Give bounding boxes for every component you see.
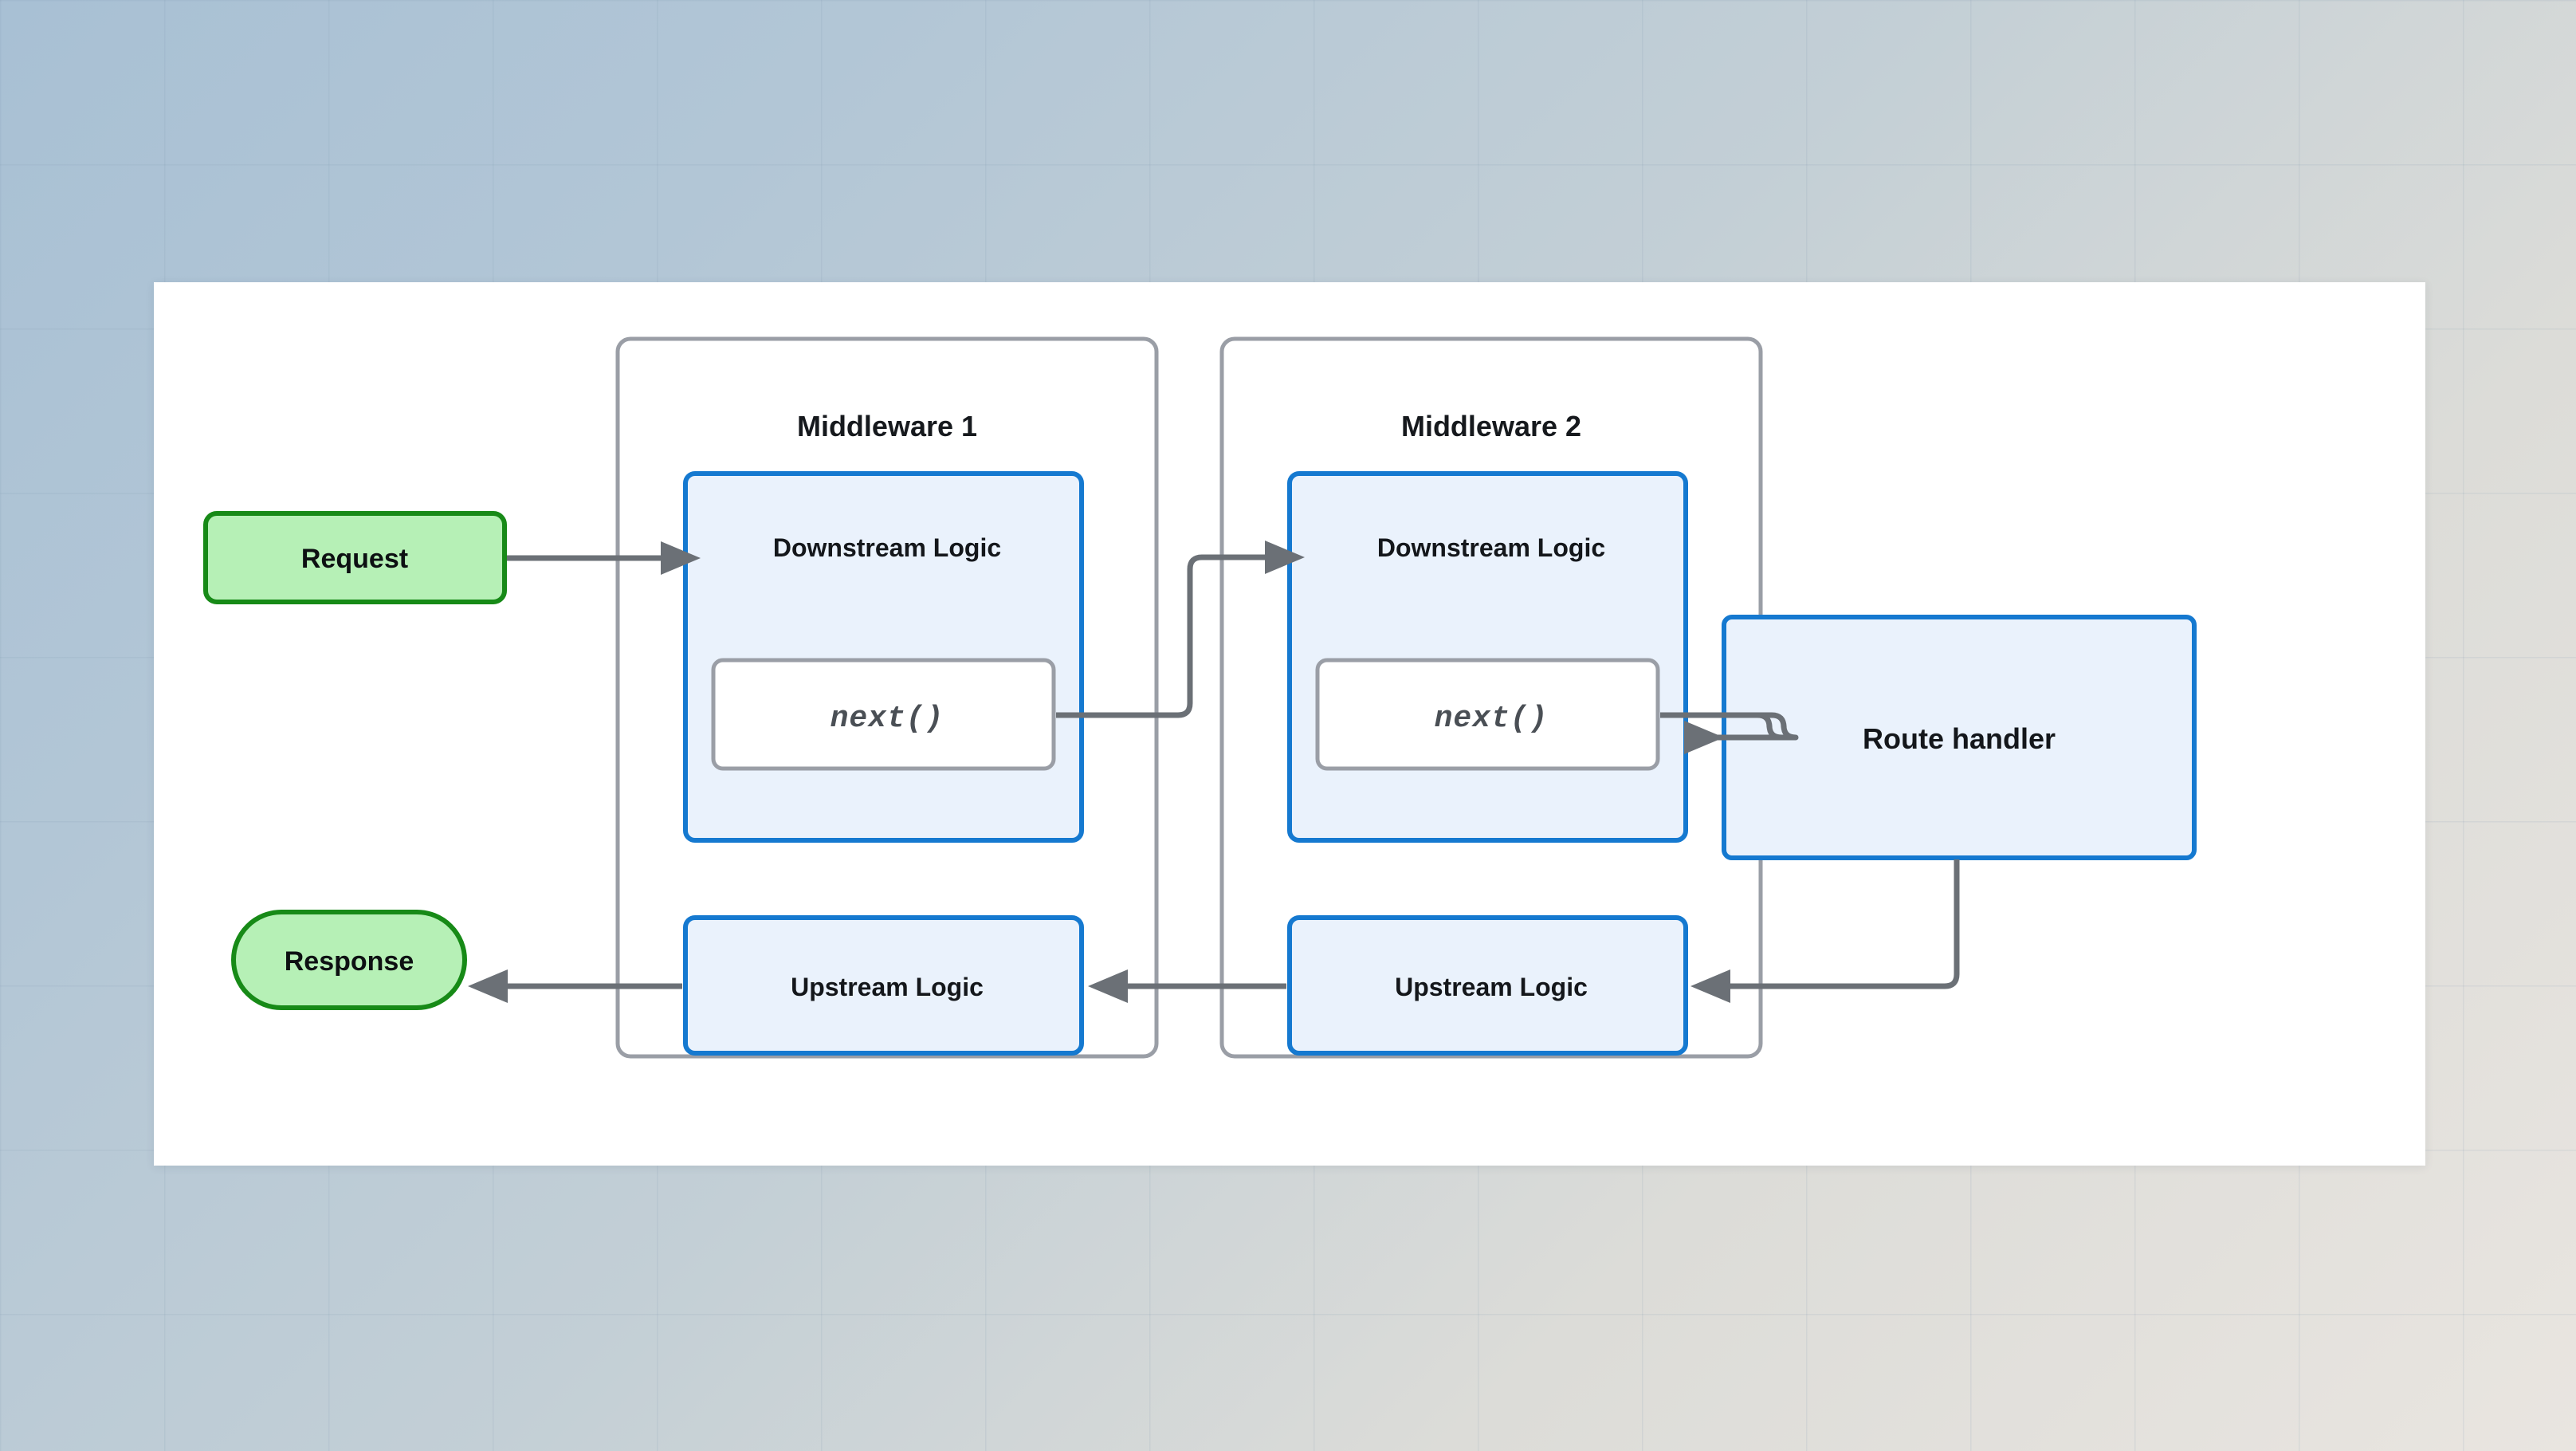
edge-route-handler-to-middleware-2-upstream [1690, 859, 1960, 1003]
middleware-2-downstream-box[interactable] [1287, 471, 1688, 843]
middleware-1-group: Middleware 1 Downstream Logic next() Ups… [615, 336, 1159, 1059]
arrowhead-icon [1265, 541, 1305, 574]
middleware-2-title: Middleware 2 [1401, 410, 1581, 442]
edge-request-to-middleware-1 [507, 541, 701, 575]
route-handler-label: Route handler [1863, 722, 2056, 755]
middleware-2-next-label: next() [1435, 702, 1549, 736]
request-node[interactable]: Request [203, 511, 507, 604]
middleware-2-upstream-box[interactable] [1287, 915, 1688, 1056]
diagram-card: Middleware 1 Downstream Logic next() Ups… [154, 282, 2425, 1166]
middleware-2-group: Middleware 2 Downstream Logic next() Ups… [1219, 336, 1763, 1059]
middleware-1-downstream-box[interactable] [683, 471, 1084, 843]
middleware-1-downstream-label: Downstream Logic [773, 533, 1001, 562]
arrowhead-icon [1088, 969, 1128, 1003]
edge-middleware-2-next-to-route-handler [1660, 712, 1799, 754]
edge-middleware-1-upstream-to-response [468, 969, 682, 1003]
middleware-2-downstream-label: Downstream Logic [1377, 533, 1605, 562]
middleware-2-upstream-label: Upstream Logic [1395, 973, 1588, 1001]
arrowhead-icon [661, 541, 701, 575]
middleware-1-upstream-label: Upstream Logic [791, 973, 984, 1001]
response-node[interactable]: Response [231, 910, 467, 1010]
edge-middleware-1-next-to-middleware-2 [1056, 541, 1305, 718]
edge-middleware-2-upstream-to-middleware-1-upstream [1088, 969, 1286, 1003]
middleware-1-next-box[interactable] [711, 658, 1056, 771]
middleware-1-title: Middleware 1 [797, 410, 977, 442]
response-shape[interactable] [231, 910, 467, 1010]
request-shape[interactable] [203, 511, 507, 604]
arrowhead-icon [1690, 969, 1730, 1003]
middleware-2-next-box[interactable] [1315, 658, 1660, 771]
middleware-1-next-label: next() [831, 702, 944, 736]
middleware-1-upstream-box[interactable] [683, 915, 1084, 1056]
arrowhead-icon [468, 969, 508, 1003]
arrowhead-icon [1684, 721, 1724, 754]
request-label: Request [301, 544, 408, 574]
response-label: Response [285, 946, 414, 977]
flowchart-canvas: Middleware 1 Downstream Logic next() Ups… [203, 336, 2197, 1059]
